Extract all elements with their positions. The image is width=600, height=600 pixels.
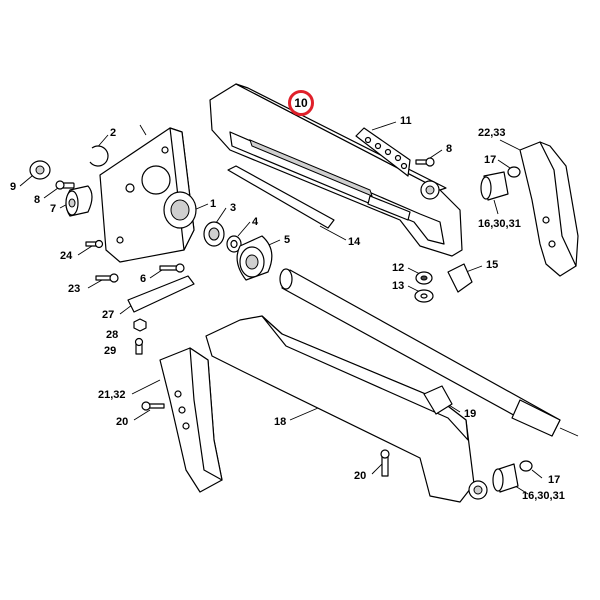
highlighted-part-10[interactable]: 10 bbox=[288, 90, 314, 116]
screw-8-right bbox=[415, 157, 435, 167]
label-9: 9 bbox=[10, 181, 17, 193]
screw-24 bbox=[85, 239, 104, 249]
label-19: 19 bbox=[464, 408, 477, 420]
damper-19 bbox=[423, 385, 453, 415]
lock-washer-13 bbox=[414, 289, 434, 303]
washer bbox=[226, 235, 242, 253]
gear-housing bbox=[99, 127, 197, 263]
label-28: 28 bbox=[106, 329, 119, 341]
coupling bbox=[236, 235, 273, 281]
label-6: 6 bbox=[140, 273, 147, 285]
bushing-lower bbox=[492, 463, 519, 493]
label-1: 1 bbox=[210, 198, 217, 210]
snap-ring bbox=[89, 145, 109, 167]
label-24: 24 bbox=[60, 250, 73, 262]
label-2: 2 bbox=[110, 127, 117, 139]
bracket bbox=[355, 127, 411, 177]
bushing-upper bbox=[480, 171, 509, 201]
label-13: 13 bbox=[392, 280, 405, 292]
label-8-right: 8 bbox=[446, 143, 453, 155]
lower-housing bbox=[205, 315, 488, 503]
screw-20-left bbox=[141, 401, 165, 411]
label-17: 17 bbox=[484, 154, 497, 166]
plug-17-lower bbox=[519, 460, 533, 472]
label-4: 4 bbox=[252, 216, 259, 228]
handle-cover-right bbox=[519, 141, 579, 277]
label-18: 18 bbox=[274, 416, 287, 428]
nut-28 bbox=[133, 318, 147, 332]
screw-29 bbox=[134, 337, 144, 355]
screw-20-lower bbox=[380, 449, 390, 477]
label-15: 15 bbox=[486, 259, 499, 271]
cover-strip bbox=[127, 275, 195, 313]
rubber-bushing bbox=[65, 185, 93, 217]
label-27: 27 bbox=[102, 309, 115, 321]
label-23: 23 bbox=[68, 283, 81, 295]
label-20-left: 20 bbox=[116, 416, 129, 428]
bearing bbox=[203, 221, 225, 247]
label-16-30-31-lower: 16,30,31 bbox=[522, 490, 565, 502]
label-8: 8 bbox=[34, 194, 41, 206]
knob bbox=[29, 160, 51, 180]
label-29: 29 bbox=[104, 345, 117, 357]
leader-lines bbox=[19, 113, 543, 495]
label-16-30-31: 16,30,31 bbox=[478, 218, 521, 230]
nut-12 bbox=[415, 271, 433, 285]
strip bbox=[227, 165, 335, 229]
label-20-lower: 20 bbox=[354, 470, 367, 482]
damper-15 bbox=[447, 263, 473, 293]
screw-6 bbox=[159, 263, 185, 273]
drive-shaft bbox=[279, 268, 579, 437]
label-5: 5 bbox=[284, 234, 291, 246]
upper-housing bbox=[209, 83, 463, 257]
label-7: 7 bbox=[50, 203, 57, 215]
screw-23 bbox=[95, 273, 119, 283]
label-21-32: 21,32 bbox=[98, 389, 126, 401]
label-22-33: 22,33 bbox=[478, 127, 506, 139]
label-12: 12 bbox=[392, 262, 405, 274]
plug-17 bbox=[507, 166, 521, 178]
handle-cover-left bbox=[159, 347, 223, 493]
label-11: 11 bbox=[400, 115, 412, 127]
small-screw bbox=[55, 180, 75, 190]
label-14: 14 bbox=[348, 236, 361, 248]
label-3: 3 bbox=[230, 202, 237, 214]
label-17-lower: 17 bbox=[548, 474, 561, 486]
